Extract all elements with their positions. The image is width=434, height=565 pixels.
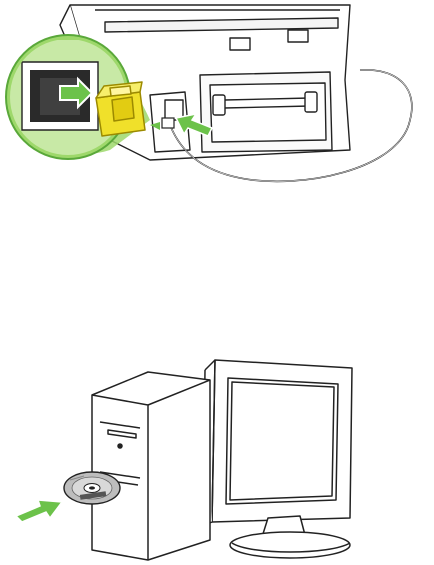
computer-cd-illustration [0, 350, 434, 565]
monitor [203, 360, 352, 558]
printer-drawing [0, 0, 434, 200]
insert-arrow-icon [16, 500, 62, 522]
printer-usb-illustration [0, 0, 434, 200]
usb-port-cover [96, 82, 145, 136]
pc-tower [92, 372, 210, 560]
computer-drawing [0, 350, 434, 565]
installation-cd-icon [64, 472, 120, 504]
